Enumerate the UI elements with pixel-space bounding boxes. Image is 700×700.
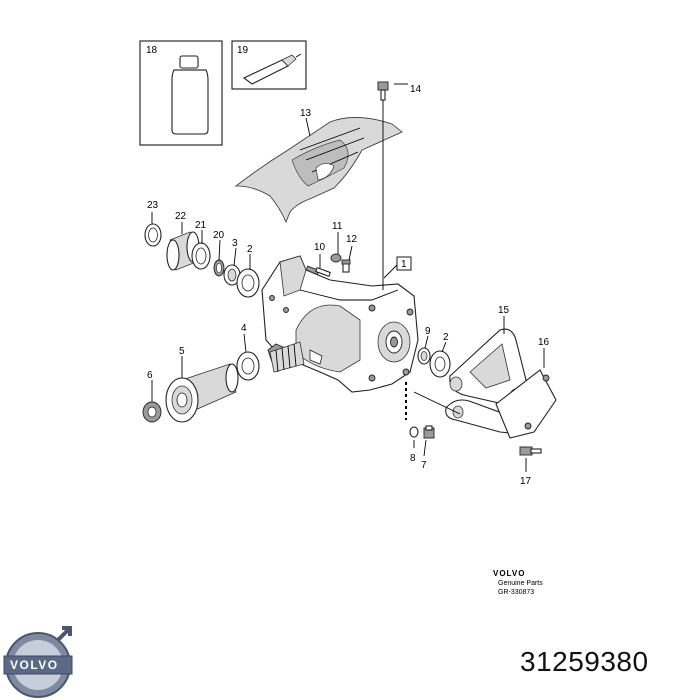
callout-5: 5 bbox=[179, 346, 185, 357]
callout-19: 19 bbox=[237, 45, 249, 56]
volvo-logo-icon: VOLVO bbox=[3, 626, 73, 698]
flange-5-icon bbox=[165, 363, 239, 423]
splined-shaft-icon bbox=[269, 341, 305, 373]
callout-12: 12 bbox=[346, 234, 358, 245]
drain-plug-7-8-icon bbox=[405, 382, 435, 439]
tag-brand: VOLVO bbox=[493, 569, 525, 578]
callout-1: 1 bbox=[401, 259, 407, 270]
callout-23: 23 bbox=[147, 200, 159, 211]
oil-bottle-icon bbox=[171, 55, 209, 135]
tag-line1: Genuine Parts bbox=[498, 580, 543, 587]
callout-4: 4 bbox=[241, 323, 247, 334]
bracket-15-icon bbox=[445, 328, 531, 435]
callout-21: 21 bbox=[195, 220, 207, 231]
callout-8: 8 bbox=[410, 453, 416, 464]
callout-17: 17 bbox=[520, 476, 532, 487]
callout-22: 22 bbox=[175, 211, 187, 222]
callout-9: 9 bbox=[425, 326, 431, 337]
callout-3: 3 bbox=[232, 238, 238, 249]
part-number: 31259380 bbox=[520, 646, 649, 677]
item-1-label-box bbox=[396, 256, 412, 271]
leader-lines bbox=[151, 83, 545, 472]
logo-text: VOLVO bbox=[10, 658, 59, 672]
tag-line2: GR-330873 bbox=[498, 589, 534, 596]
differential-housing-icon bbox=[261, 255, 419, 393]
callout-2-right: 2 bbox=[443, 332, 449, 343]
sealant-tube-icon bbox=[242, 53, 302, 85]
nut-6-icon bbox=[142, 401, 162, 423]
bolt-12-icon bbox=[341, 259, 351, 273]
nut-11-icon bbox=[330, 253, 342, 263]
callout-13: 13 bbox=[300, 108, 312, 119]
callout-7: 7 bbox=[421, 460, 427, 471]
bolt-17-icon bbox=[519, 446, 542, 456]
heat-shield-icon bbox=[234, 117, 403, 224]
callout-14: 14 bbox=[410, 84, 422, 95]
sleeve-22-icon bbox=[166, 231, 200, 271]
callout-16: 16 bbox=[538, 337, 550, 348]
callout-10: 10 bbox=[314, 242, 326, 253]
item-19-box bbox=[231, 40, 307, 90]
callout-6: 6 bbox=[147, 370, 153, 381]
callout-2-left: 2 bbox=[247, 244, 253, 255]
bolt-14-icon bbox=[377, 81, 389, 280]
plate-16-icon bbox=[495, 369, 557, 439]
callout-11: 11 bbox=[332, 221, 343, 232]
callout-15: 15 bbox=[498, 305, 510, 316]
genuine-parts-tag: VOLVO Genuine Parts GR-330873 bbox=[493, 569, 543, 596]
callout-18: 18 bbox=[146, 45, 158, 56]
callout-20: 20 bbox=[213, 230, 225, 241]
